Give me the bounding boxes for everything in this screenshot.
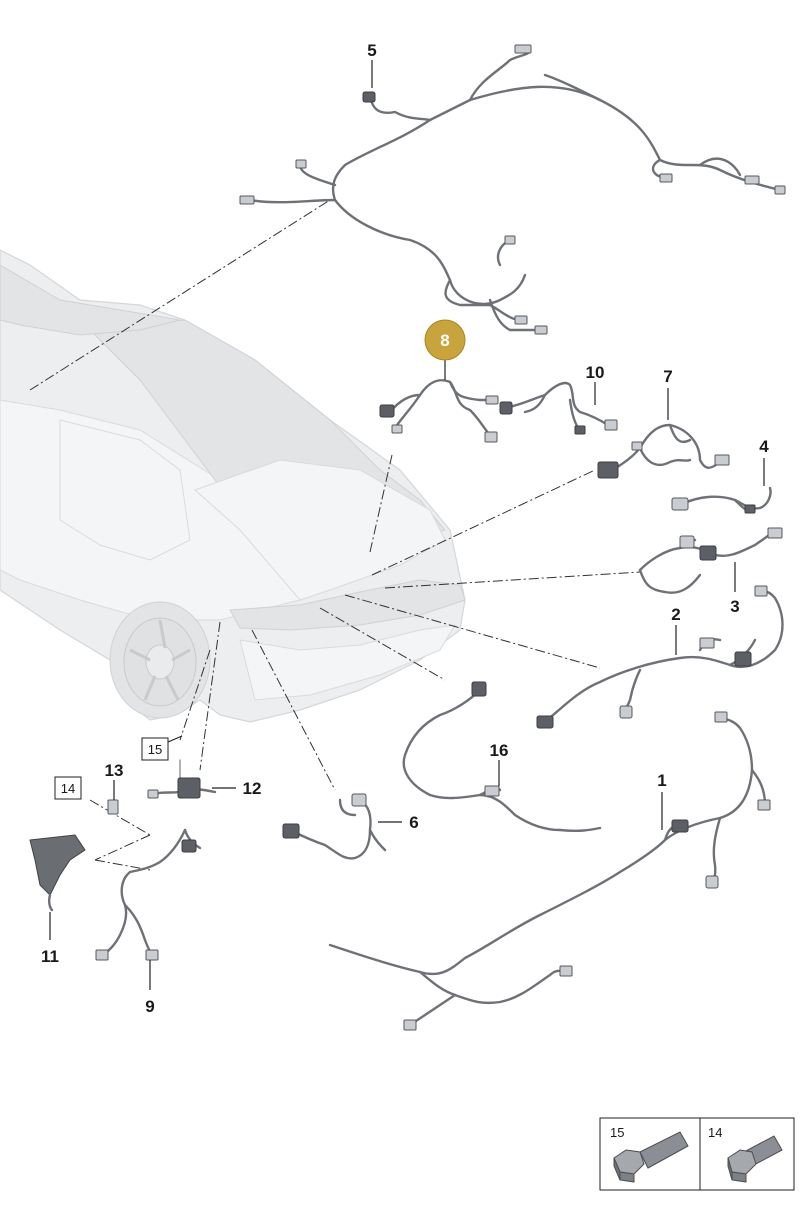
part-13-clip[interactable] [107,780,119,815]
label-8: 8 [440,331,449,350]
part-5-roof-harness[interactable] [239,44,786,335]
boxed-label-14: 14 [61,781,75,796]
part-16-harness[interactable] [402,681,602,833]
label-6: 6 [409,813,418,832]
part-6-harness[interactable] [282,793,402,860]
legend-label-14: 14 [708,1125,722,1140]
part-8-harness[interactable] [379,358,499,443]
label-5: 5 [367,41,376,60]
label-12: 12 [243,779,262,798]
part-12-sensor[interactable] [147,759,236,799]
bolt-legend: 15 14 [599,1117,795,1191]
bolt-14-icon [727,1135,783,1183]
label-9: 9 [145,997,154,1016]
label-7: 7 [663,367,672,386]
bolt-15-icon [613,1131,689,1183]
legend-label-15: 15 [610,1125,624,1140]
label-8-highlight [424,319,466,361]
part-10-harness[interactable] [499,381,618,435]
label-11: 11 [41,947,59,966]
boxed-label-15: 15 [148,742,162,757]
vehicle-rear-illustration [0,249,466,723]
callout-labels: 5 8 10 7 4 3 2 16 1 6 12 13 11 9 15 14 [41,41,769,1016]
part-4-harness[interactable] [671,458,772,514]
part-7-harness[interactable] [597,388,730,479]
part-1-harness[interactable] [328,711,771,1031]
part-9-harness[interactable] [95,828,202,990]
boxed-label-15-frame [141,737,169,761]
part-11-bracket[interactable] [29,834,86,940]
guide-lines [29,199,641,871]
label-4: 4 [759,437,769,456]
label-10: 10 [586,363,605,382]
part-2-harness[interactable] [536,585,784,729]
boxed-label-14-frame [54,776,82,800]
label-3: 3 [730,597,739,616]
label-1: 1 [657,771,666,790]
part-3-harness[interactable] [638,527,783,594]
label-16: 16 [490,741,509,760]
label-13: 13 [105,761,124,780]
label-2: 2 [671,605,680,624]
